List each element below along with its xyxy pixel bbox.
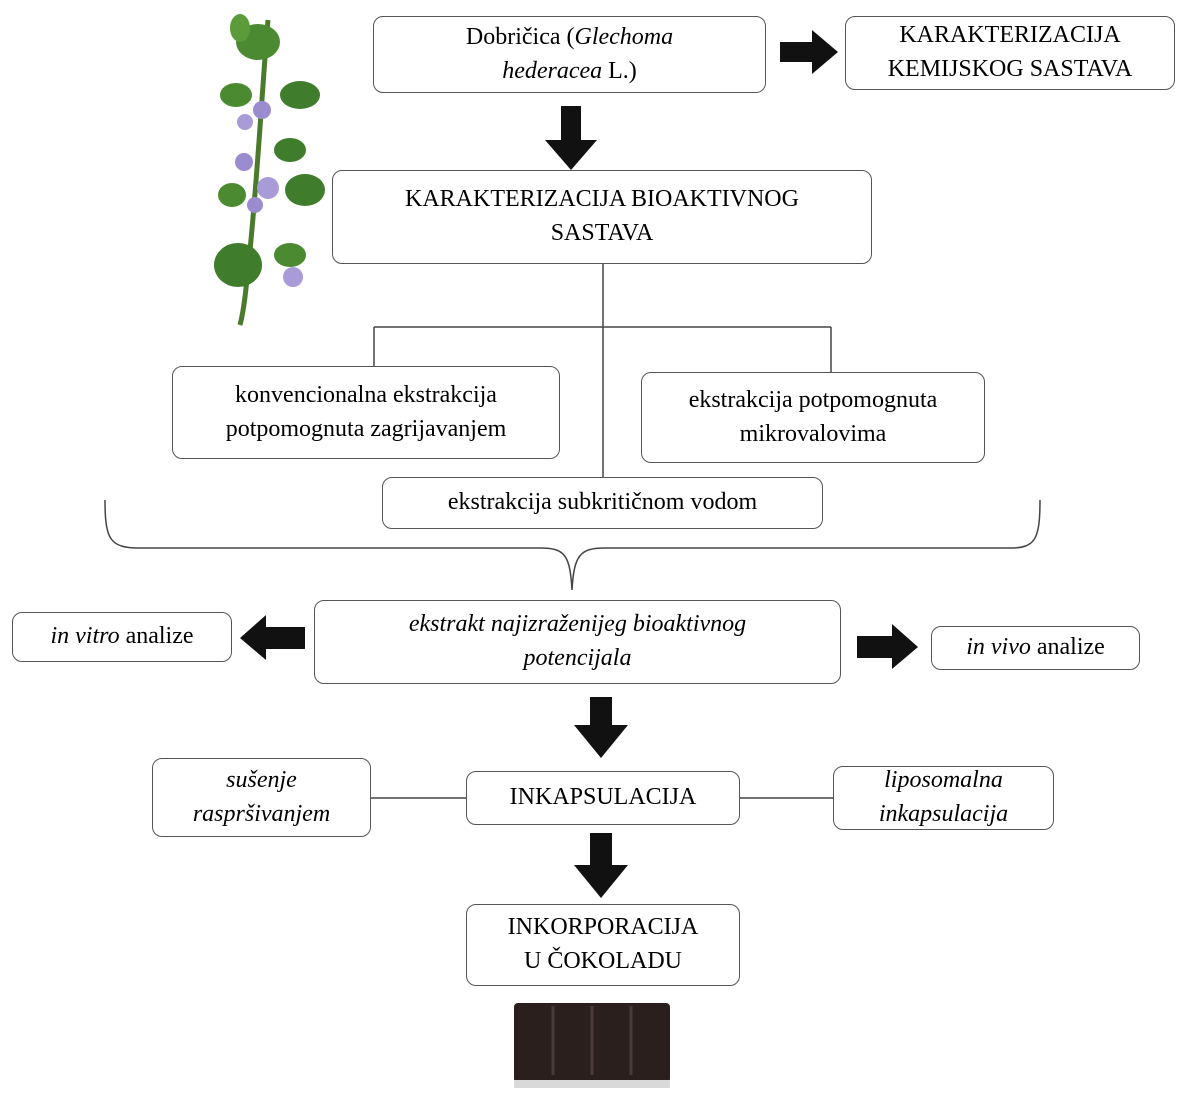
- node-liposomal-encapsulation: liposomalna inkapsulacija: [833, 766, 1054, 830]
- connector-lines: [104, 264, 1041, 799]
- node-in-vivo-analysis: in vivo analize: [931, 626, 1140, 670]
- plant-illustration: [214, 14, 325, 326]
- arrow-down-bio: [545, 106, 597, 170]
- flow-arrows: [240, 30, 918, 898]
- node-bioactive-characterization: KARAKTERIZACIJA BIOAKTIVNOG SASTAVA: [332, 170, 872, 264]
- node-conventional-extraction: konvencionalna ekstrakcija potpomognuta …: [172, 366, 560, 459]
- node-chocolate-incorporation: INKORPORACIJA U ČOKOLADU: [466, 904, 740, 986]
- arrow-down-incorp: [574, 833, 628, 898]
- node-spray-drying: sušenje raspršivanjem: [152, 758, 371, 837]
- arrow-right-chem: [780, 30, 838, 74]
- arrow-right-invivo: [857, 624, 918, 669]
- node-source-plant: Dobričica (Glechoma hederacea L.): [373, 16, 766, 93]
- node-extract: ekstrakt najizraženijeg bioaktivnog pote…: [314, 600, 841, 684]
- node-chemical-characterization: KARAKTERIZACIJA KEMIJSKOG SASTAVA: [845, 16, 1175, 90]
- node-encapsulation: INKAPSULACIJA: [466, 771, 740, 825]
- chocolate-bar-illustration: [514, 1003, 670, 1088]
- arrow-down-encaps: [574, 697, 628, 758]
- arrow-left-invitro: [240, 615, 305, 660]
- node-subcritical-water-extraction: ekstrakcija subkritičnom vodom: [382, 477, 823, 529]
- node-microwave-extraction: ekstrakcija potpomognuta mikrovalovima: [641, 372, 985, 463]
- node-in-vitro-analysis: in vitro analize: [12, 612, 232, 662]
